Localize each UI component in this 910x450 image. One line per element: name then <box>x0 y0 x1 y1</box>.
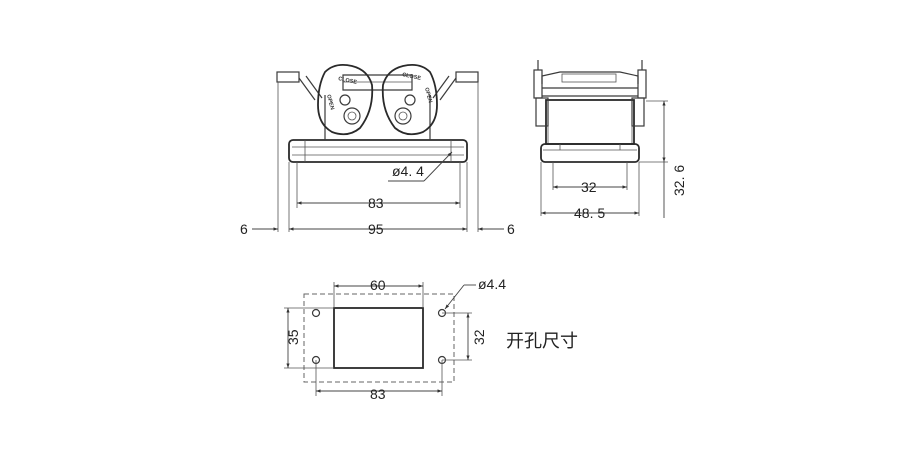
cutout-dim-hole-label: ø4.4 <box>478 276 506 292</box>
cutout-dim-right: 32 <box>466 313 487 360</box>
side-dim-inner-label: 32 <box>581 179 597 195</box>
side-dim-inner: 32 <box>553 179 627 195</box>
front-dim-overall-label: 95 <box>368 221 384 237</box>
cutout-title: 开孔尺寸 <box>506 331 578 352</box>
cutout-hole-tl <box>311 308 321 318</box>
front-right-lever: CLOSE OPEN <box>381 63 479 136</box>
side-dim-overall-label: 48. 5 <box>574 205 605 221</box>
front-left-lever: CLOSE OPEN <box>276 63 374 136</box>
front-dim-inner-label: 83 <box>368 195 384 211</box>
cutout-dim-top-label: 60 <box>370 277 386 293</box>
cutout-dim-hole: ø4.4 <box>444 276 506 310</box>
front-base-plate <box>288 139 468 163</box>
cutout-dim-top: 60 <box>334 277 423 293</box>
lever-label-close-left: CLOSE <box>338 76 358 86</box>
side-dim-height: 32. 6 <box>662 101 687 218</box>
cutout-view: 60 ø4.4 35 32 83 开孔尺寸 <box>284 276 578 402</box>
cutout-dim-left: 35 <box>285 308 301 368</box>
cutout-dim-right-label: 32 <box>471 329 487 345</box>
side-view: 32 48. 5 32. 6 <box>533 60 687 221</box>
lever-label-close-right: CLOSE <box>402 72 422 82</box>
cutout-dim-bottom: 83 <box>316 386 442 402</box>
cutout-outline <box>303 293 455 383</box>
lever-label-open-right: OPEN <box>423 87 433 104</box>
front-dim-left-label: 6 <box>240 221 248 237</box>
side-housing <box>533 60 647 163</box>
side-dim-overall: 48. 5 <box>541 205 639 221</box>
cutout-opening <box>333 307 424 369</box>
cutout-dim-left-label: 35 <box>285 329 301 345</box>
cutout-dim-bottom-label: 83 <box>370 386 386 402</box>
front-dim-right-offset: 6 <box>478 221 515 237</box>
front-housing-top <box>324 74 431 140</box>
side-dim-height-label: 32. 6 <box>671 165 687 196</box>
front-dim-left-offset: 6 <box>240 221 278 237</box>
front-dim-hole: ø4. 4 <box>388 151 453 182</box>
front-dim-right-label: 6 <box>507 221 515 237</box>
front-dim-overall: 95 <box>289 221 467 237</box>
lever-label-open-left: OPEN <box>325 94 335 111</box>
front-view: CLOSE OPEN CLOSE OPEN ø4. 4 <box>240 63 515 237</box>
front-dim-inner: 83 <box>297 195 460 211</box>
front-dim-hole-label: ø4. 4 <box>392 163 424 179</box>
